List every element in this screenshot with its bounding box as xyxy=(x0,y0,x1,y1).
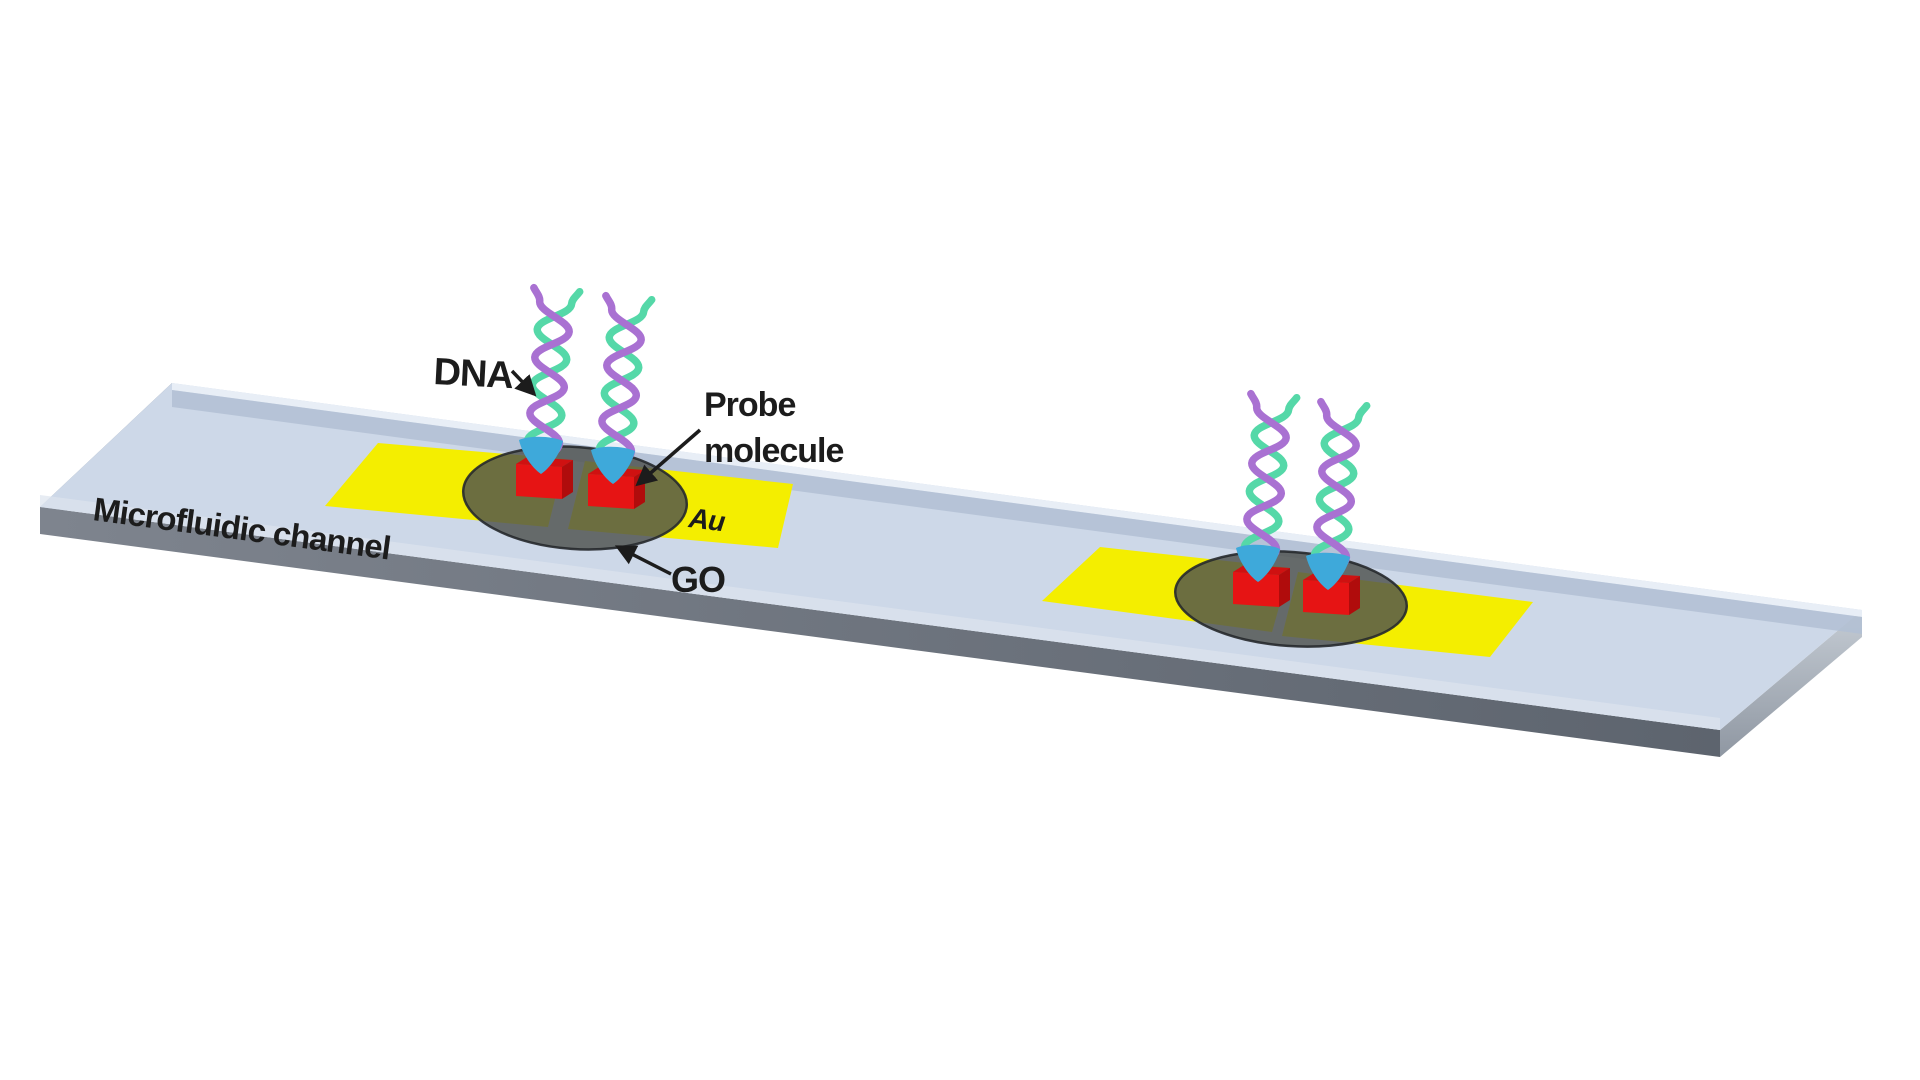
sensor-site-1 xyxy=(325,288,793,551)
au-label: Au xyxy=(686,502,727,537)
probe-molecule-label-line2: molecule xyxy=(704,432,843,470)
go-label: GO xyxy=(671,559,725,600)
probe-molecule-arrow xyxy=(635,428,702,487)
dna-arrow xyxy=(510,369,537,397)
chip-rim-highlight xyxy=(172,383,1862,617)
sensor-site-2 xyxy=(1042,394,1533,657)
chip-front-face xyxy=(40,507,1720,757)
probe-molecule-label-line1: Probe xyxy=(704,386,795,424)
chip-substrate xyxy=(40,383,1862,757)
dna-label: DNA xyxy=(433,351,515,397)
chip-right-face xyxy=(1720,610,1862,757)
chip-front-sheen xyxy=(40,495,1720,730)
go-arrow xyxy=(614,545,672,576)
